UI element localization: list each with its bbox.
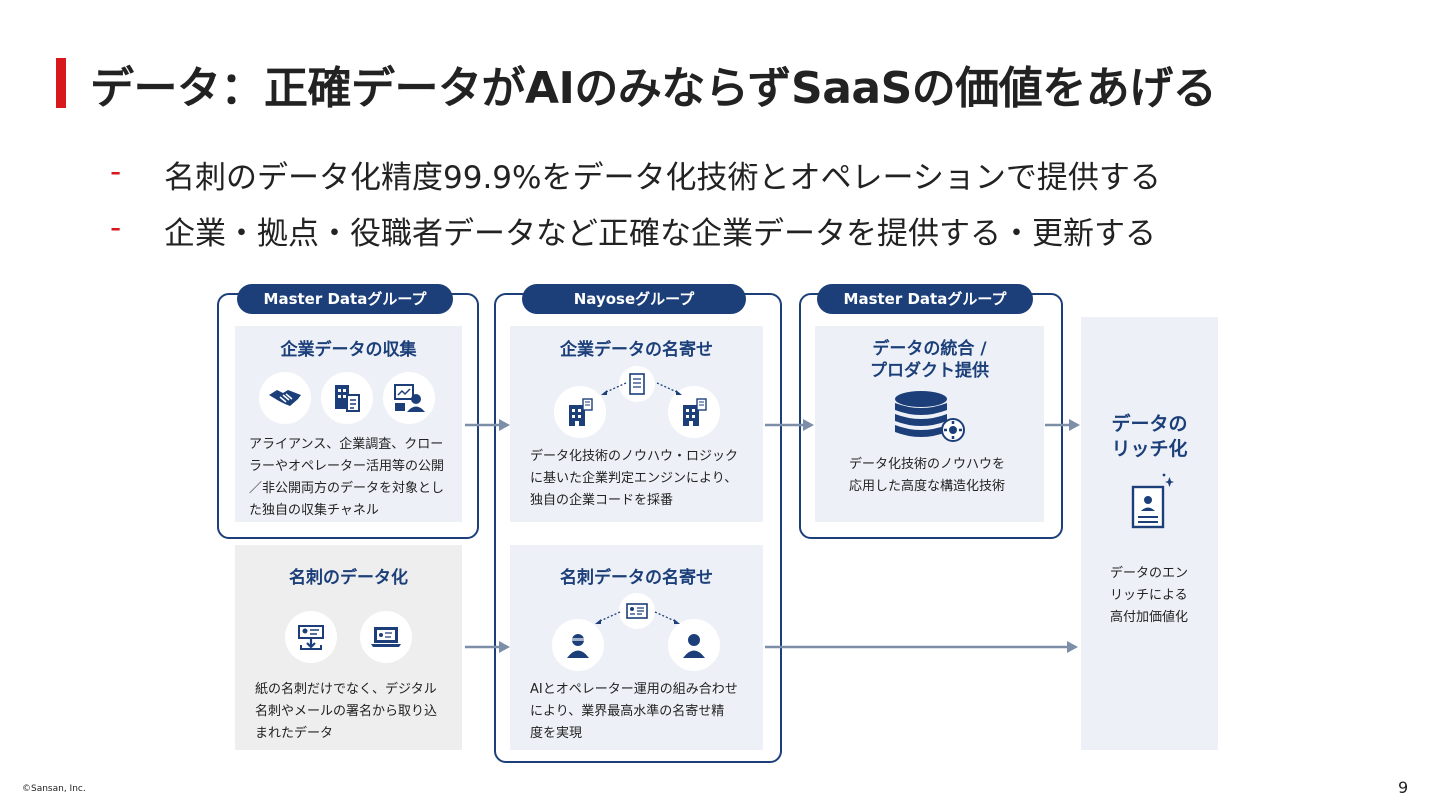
operator-icon [383,372,435,424]
bullet-text: 名刺のデータ化精度99.9%をデータ化技術とオペレーションで提供する [164,160,1161,196]
page-number: 9 [1398,778,1409,797]
card-title: 企業データの名寄せ [560,340,713,360]
operator-person-icon [552,619,604,671]
card-business-card-nayose: 名刺データの名寄せ AIとオペレーター運用の組み合わせ により、業界最高水準の名… [510,545,763,750]
card-company-data-nayose: 企業データの名寄せ データ化技術のノウハウ・ロジック に基いた企業判定エンジンに… [510,326,763,522]
group-label-master-data-1: Master Dataグループ [237,284,453,314]
card-title: 名刺のデータ化 [289,568,408,588]
card-description: アライアンス、企業調査、クロー ラーやオペレーター活用等の公開 ／非公開両方のデ… [249,437,445,518]
page-title: データ：正確データがAIのみならずSaaSの価値をあげる [90,63,1217,114]
dotted-arrow-icon [601,382,627,395]
card-description: データ化技術のノウハウを 応用した高度な構造化技術 [849,457,1006,494]
dotted-arrow-icon [595,611,621,624]
dotted-arrow-icon [654,611,680,624]
group-label-nayose: Nayoseグループ [522,284,746,314]
card-data-enrichment: データの リッチ化 データのエン リッチによる 高付加価値化 [1081,317,1218,750]
card-title: データの リッチ化 [1111,413,1188,460]
person-icon [668,619,720,671]
scan-card-icon [285,611,337,663]
laptop-card-icon [360,611,412,663]
database-gear-icon [895,391,965,442]
card-company-data-collection: 企業データの収集 アライアンス、企業調査、クロー ラーやオペレーター活用等の公開… [235,326,462,522]
handshake-icon [259,372,311,424]
card-title: 名刺データの名寄せ [560,568,713,588]
bullet-text: 企業・拠点・役職者データなど正確な企業データを提供する・更新する [164,216,1156,252]
flow-arrow [465,641,510,653]
card-description: 紙の名刺だけでなく、デジタル 名刺やメールの署名から取り込 まれたデータ [255,682,438,741]
card-icon [619,593,655,629]
card-description: データ化技術のノウハウ・ロジック に基いた企業判定エンジンにより、 独自の企業コ… [530,449,739,508]
bullet-marker: - [110,154,122,190]
flow-arrow [1045,419,1080,431]
card-data-integration: データの統合 / プロダクト提供 データ化技術のノウハウを 応用した高度な構造化… [815,326,1044,522]
flow-arrow [765,641,1078,653]
building-document-icon [321,372,373,424]
dotted-arrow-icon [656,382,682,395]
card-title: 企業データの収集 [280,340,417,360]
copyright: ©Sansan, Inc. [22,784,86,794]
card-business-card-digitization: 名刺のデータ化 紙の名刺だけでなく、デジタル 名刺やメールの署名から取り込 まれ… [235,545,462,750]
card-description: データのエン リッチによる 高付加価値化 [1110,566,1189,625]
group-label-master-data-2: Master Dataグループ [817,284,1033,314]
card-description: AIとオペレーター運用の組み合わせ により、業界最高水準の名寄せ精 度を実現 [530,682,738,741]
title-accent-bar [56,58,66,108]
flow-arrow [465,419,510,431]
profile-sheet-icon [1131,473,1174,529]
building-icon [554,386,606,438]
bullet-marker: - [110,210,122,246]
document-icon [619,366,655,402]
flow-arrow [765,419,814,431]
card-title: データの統合 / プロダクト提供 [870,339,989,381]
